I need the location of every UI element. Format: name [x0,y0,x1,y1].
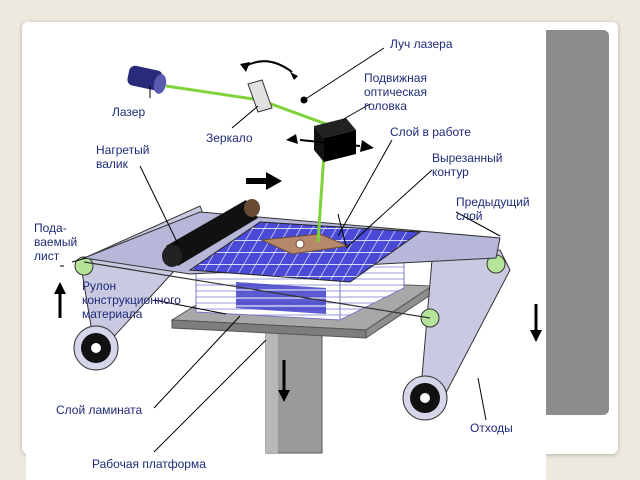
label-head-3: головка [364,99,407,113]
label-work-platform: Рабочая платформа [92,457,206,471]
label-fed-sheet-3: лист [34,249,60,263]
label-layer-in-work: Слой в работе [390,125,471,139]
leader-lines [60,47,501,453]
label-cut-contour-1: Вырезанный [432,151,502,165]
optical-head [286,118,374,162]
label-material-roll-2: конструкционного [82,293,181,307]
label-fed-sheet-2: ваемый [34,235,77,249]
mirror [247,79,273,113]
label-heated-roller-1: Нагретый [96,143,150,157]
labels: Луч лазера Лазер Зеркало Подвижная оптич… [34,37,530,471]
label-mirror: Зеркало [206,131,253,145]
waste-roll [402,249,511,421]
label-head-1: Подвижная [364,71,427,85]
label-cut-contour-2: контур [432,165,469,179]
label-head-2: оптическая [364,85,427,99]
label-fed-sheet-1: Пода- [34,221,67,235]
laser-body [127,65,167,94]
heated-roller [162,172,282,267]
label-waste: Отходы [470,421,513,435]
platform-column [265,327,323,454]
label-laser: Лазер [112,105,145,119]
motion-arrows [54,282,542,342]
label-material-roll-3: материала [82,307,143,321]
label-laser-beam: Луч лазера [390,37,453,51]
label-heated-roller-2: валик [96,157,129,171]
laser-assembly [127,60,328,243]
label-previous-layer-2: слой [456,209,483,223]
gray-side-panel [545,30,609,415]
label-previous-layer-1: Предыдущий [456,195,530,209]
label-laminate-layer: Слой ламината [56,403,143,417]
label-material-roll-1: Рулон [82,279,116,293]
